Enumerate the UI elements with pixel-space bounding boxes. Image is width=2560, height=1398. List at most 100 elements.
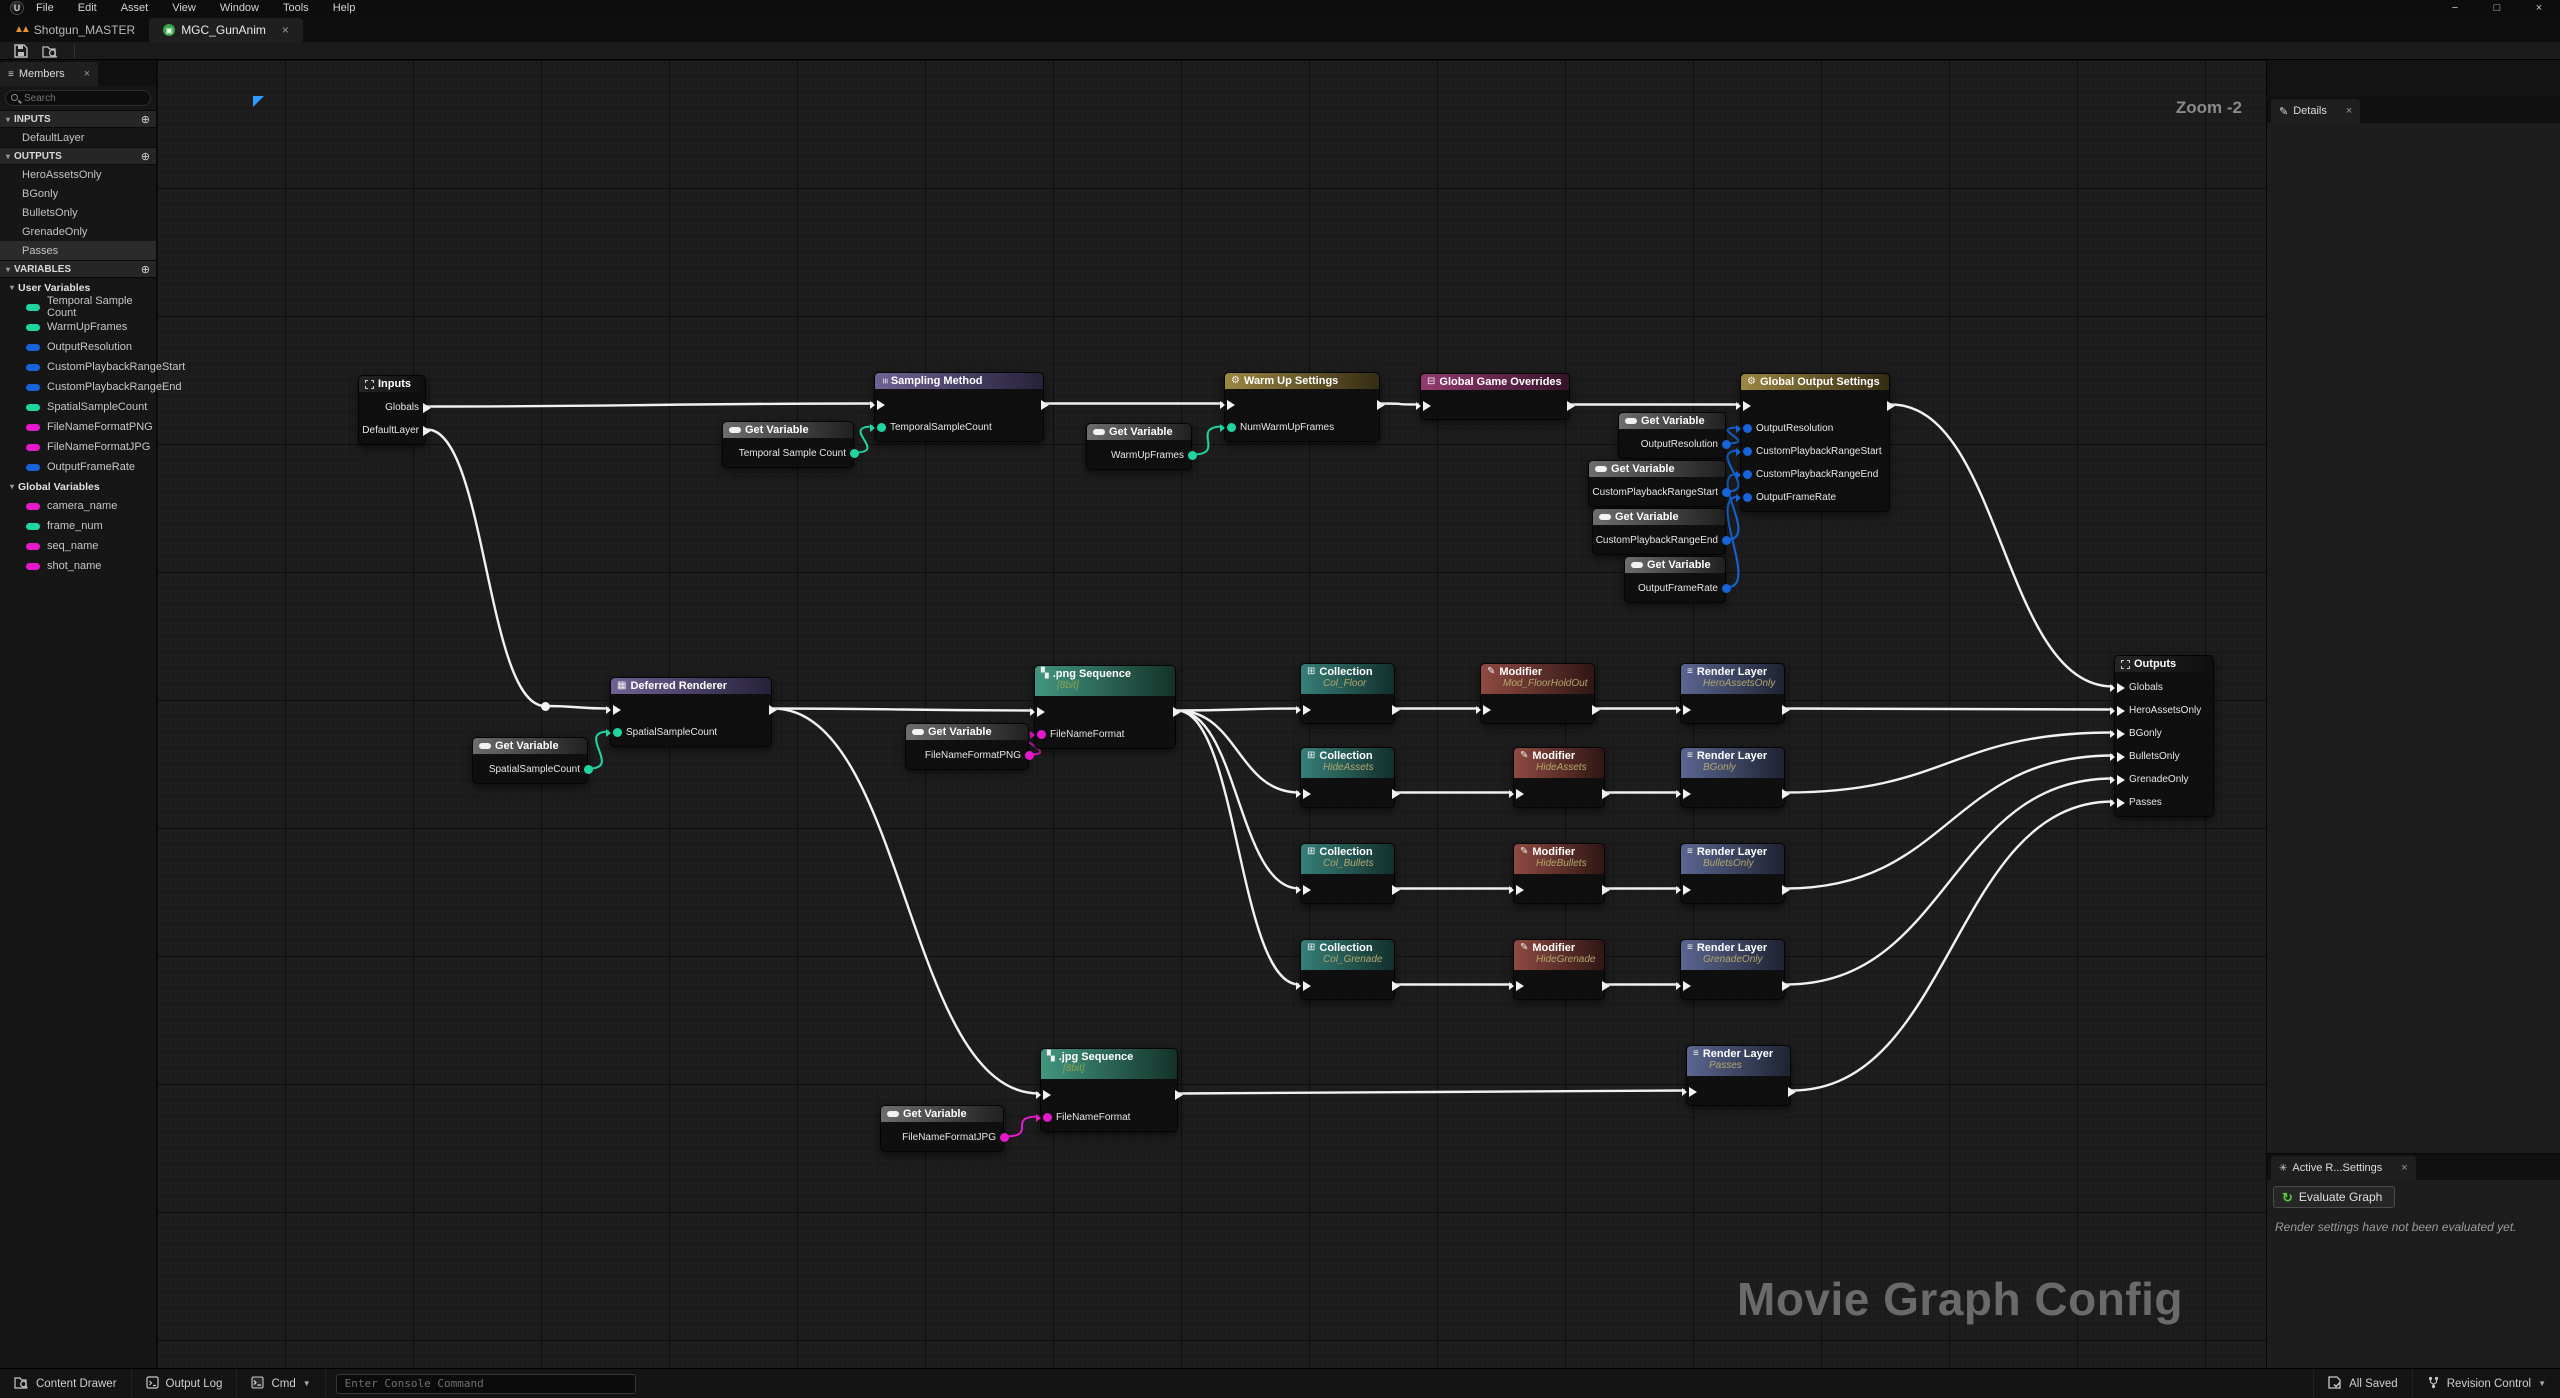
exec-input-pin[interactable] bbox=[1676, 704, 1691, 715]
menu-edit[interactable]: Edit bbox=[77, 2, 97, 14]
members-section-variables[interactable]: ▾VARIABLES⊕ bbox=[0, 260, 156, 278]
exec-output-pin[interactable] bbox=[1175, 1089, 1183, 1100]
variable-item[interactable]: WarmUpFrames bbox=[0, 317, 156, 337]
data-output-pin[interactable] bbox=[1025, 751, 1034, 760]
variable-item[interactable]: camera_name bbox=[0, 496, 156, 516]
tab-details[interactable]: ✎ Details × bbox=[2271, 99, 2361, 123]
data-input-pin[interactable] bbox=[1220, 423, 1236, 432]
menu-help[interactable]: Help bbox=[332, 2, 356, 14]
member-item[interactable]: BGonly bbox=[22, 187, 59, 200]
exec-output-pin[interactable] bbox=[1782, 788, 1790, 799]
exec-output-pin[interactable] bbox=[1602, 884, 1610, 895]
member-item[interactable]: GrenadeOnly bbox=[22, 225, 88, 238]
member-item[interactable]: HeroAssetsOnly bbox=[22, 168, 102, 181]
data-output-pin[interactable] bbox=[1188, 451, 1197, 460]
exec-input-pin[interactable] bbox=[2110, 751, 2125, 762]
data-output-pin[interactable] bbox=[584, 765, 593, 774]
tab-active-render-settings[interactable]: ✳ Active R...Settings × bbox=[2271, 1156, 2416, 1180]
exec-output-pin[interactable] bbox=[1392, 884, 1400, 895]
variable-item[interactable]: Temporal Sample Count bbox=[0, 295, 156, 319]
exec-output-pin[interactable] bbox=[1377, 399, 1385, 410]
exec-input-pin[interactable] bbox=[1509, 788, 1524, 799]
exec-input-pin[interactable] bbox=[1476, 704, 1491, 715]
data-output-pin[interactable] bbox=[850, 449, 859, 458]
exec-output-pin[interactable] bbox=[1392, 704, 1400, 715]
minimize-button[interactable]: − bbox=[2451, 2, 2459, 14]
statusbar-content-drawer[interactable]: Content Drawer bbox=[0, 1369, 132, 1398]
exec-input-pin[interactable] bbox=[1036, 1089, 1051, 1100]
exec-output-pin[interactable] bbox=[1592, 704, 1600, 715]
exec-output-pin[interactable] bbox=[1782, 884, 1790, 895]
data-input-pin[interactable] bbox=[1030, 730, 1046, 739]
data-input-pin[interactable] bbox=[1736, 447, 1752, 456]
data-input-pin[interactable] bbox=[870, 423, 886, 432]
variable-item[interactable]: CustomPlaybackRangeStart bbox=[0, 357, 185, 377]
menu-window[interactable]: Window bbox=[219, 2, 259, 14]
browse-to-asset-button[interactable] bbox=[42, 44, 58, 58]
add-member-icon[interactable]: ⊕ bbox=[140, 263, 150, 276]
exec-input-pin[interactable] bbox=[1296, 980, 1311, 991]
graph-node-png[interactable]: ▚.png Sequence[8bit]FileNameFormat bbox=[1030, 665, 1181, 749]
exec-input-pin[interactable] bbox=[1296, 788, 1311, 799]
graph-node-jpg[interactable]: ▚.jpg Sequence[8bit]FileNameFormat bbox=[1036, 1048, 1183, 1132]
maximize-button[interactable]: □ bbox=[2493, 2, 2501, 14]
asset-tab-mgc_gunanim[interactable]: ▣MGC_GunAnim× bbox=[149, 18, 303, 42]
members-search-input[interactable] bbox=[24, 92, 150, 104]
exec-input-pin[interactable] bbox=[1220, 399, 1235, 410]
close-icon[interactable]: × bbox=[2401, 1162, 2408, 1174]
members-section-inputs[interactable]: ▾INPUTS⊕ bbox=[0, 110, 156, 128]
exec-input-pin[interactable] bbox=[1030, 706, 1045, 717]
member-item[interactable]: DefaultLayer bbox=[22, 131, 85, 144]
unreal-logo-icon[interactable]: U bbox=[10, 1, 24, 15]
exec-output-pin[interactable] bbox=[1602, 788, 1610, 799]
variable-item[interactable]: shot_name bbox=[0, 556, 156, 576]
exec-output-pin[interactable] bbox=[1392, 788, 1400, 799]
exec-output-pin[interactable] bbox=[1602, 980, 1610, 991]
data-input-pin[interactable] bbox=[1736, 470, 1752, 479]
exec-input-pin[interactable] bbox=[1736, 400, 1751, 411]
data-output-pin[interactable] bbox=[1722, 488, 1731, 497]
exec-output-pin[interactable] bbox=[1782, 704, 1790, 715]
variable-item[interactable]: seq_name bbox=[0, 536, 156, 556]
exec-input-pin[interactable] bbox=[1296, 884, 1311, 895]
exec-output-pin[interactable] bbox=[769, 704, 777, 715]
exec-output-pin[interactable] bbox=[1041, 399, 1049, 410]
member-item[interactable]: Passes bbox=[0, 241, 156, 260]
graph-node-ggo[interactable]: ⊟Global Game Overrides bbox=[1416, 373, 1575, 420]
data-output-pin[interactable] bbox=[1722, 440, 1731, 449]
exec-output-pin[interactable] bbox=[1788, 1086, 1796, 1097]
statusbar-all-saved[interactable]: All Saved bbox=[2313, 1369, 2412, 1398]
statusbar-cmd[interactable]: Cmd▼ bbox=[237, 1369, 326, 1398]
variable-item[interactable]: OutputResolution bbox=[0, 337, 156, 357]
exec-input-pin[interactable] bbox=[1509, 884, 1524, 895]
data-input-pin[interactable] bbox=[1736, 424, 1752, 433]
data-output-pin[interactable] bbox=[1722, 584, 1731, 593]
exec-input-pin[interactable] bbox=[1416, 400, 1431, 411]
menu-file[interactable]: File bbox=[36, 2, 54, 14]
exec-output-pin[interactable] bbox=[423, 402, 431, 413]
save-asset-button[interactable] bbox=[14, 43, 28, 58]
exec-input-pin[interactable] bbox=[2110, 797, 2125, 808]
